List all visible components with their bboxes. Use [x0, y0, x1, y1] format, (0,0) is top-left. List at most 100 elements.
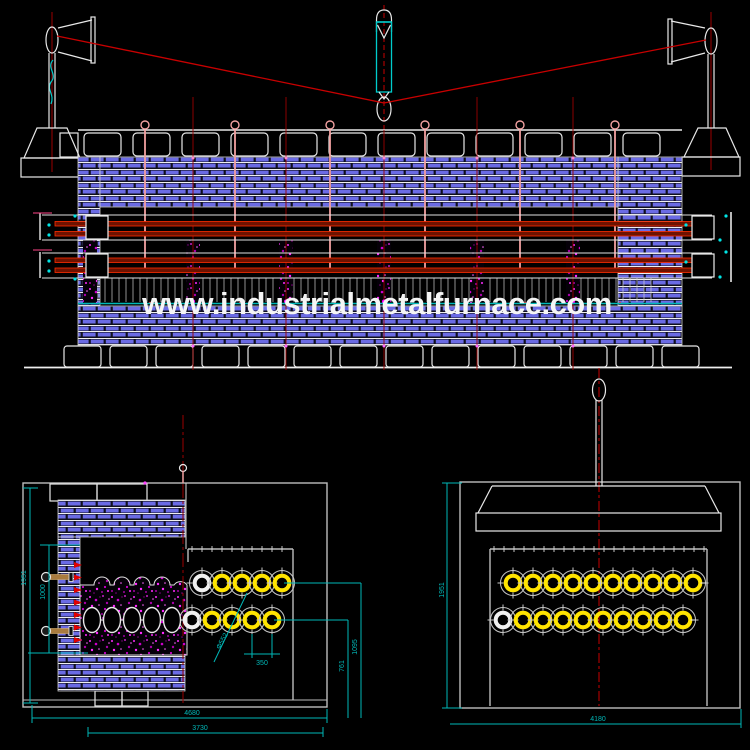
dim-left-width-outer: 4680 [184, 710, 200, 717]
connector-dot [47, 269, 51, 273]
anchor-arrow [74, 599, 82, 606]
anchor-arrow [74, 574, 82, 581]
hanger-rod-eye [420, 120, 430, 130]
roof-dot [382, 156, 386, 160]
tube-ellipse [102, 606, 122, 634]
cable-left [56, 35, 385, 104]
connector-dot [47, 223, 51, 227]
section-right-generated [485, 546, 711, 638]
terminal-flange [691, 215, 715, 240]
hanger-rod-eye [325, 120, 335, 130]
base-block [523, 345, 562, 368]
base-dot [191, 344, 195, 348]
roof-block [622, 132, 661, 157]
base-block [431, 345, 470, 368]
connector-dot [73, 277, 77, 281]
terminal-flange [691, 253, 715, 278]
roof-block [279, 132, 318, 157]
heater-rod [54, 257, 714, 263]
hanger-rod-eye [610, 120, 620, 130]
base-block [569, 345, 608, 368]
elevation-generated [33, 97, 732, 370]
roof-block [377, 132, 416, 157]
roof-block [230, 132, 269, 157]
roof-dot [191, 156, 195, 160]
side-elevation-view [20, 5, 741, 370]
section-left-border [22, 482, 328, 708]
roof-block [426, 132, 465, 157]
bolt-upper [40, 571, 74, 583]
base-dot [571, 344, 575, 348]
hearth-dot [284, 299, 288, 304]
roof-dot [475, 156, 479, 160]
connector-dot [724, 214, 728, 218]
base-block [201, 345, 240, 368]
dim-right-upper: 1095 [352, 639, 359, 655]
connector-dot [47, 233, 51, 237]
base-block [615, 345, 654, 368]
hearth-dot [571, 299, 575, 304]
roof-dot [284, 156, 288, 160]
hearth-dot [191, 299, 195, 304]
section-view-right: 1951 4180 [439, 368, 742, 728]
hanger-rod-eye [515, 120, 525, 130]
tube-ellipse [162, 606, 182, 634]
anchor-arrow [74, 562, 82, 568]
roof-block [132, 132, 171, 157]
dim-left-width-inner: 3730 [192, 725, 208, 732]
section-left-dimensions: 1951 1000 4680 3730 Φ552 350 761 1095 [21, 487, 362, 737]
roof-block [524, 132, 563, 157]
dim-right-width: 4180 [590, 716, 606, 723]
roof-block [181, 132, 220, 157]
heater-rod [54, 231, 714, 237]
heater-rod [54, 221, 714, 227]
hearth-dot [475, 299, 479, 304]
dim-right-height: 1951 [439, 582, 446, 598]
connector-dot [718, 238, 722, 242]
section-right-dimensions: 1951 4180 [439, 482, 742, 728]
terminal-flange [85, 253, 109, 278]
hanger-rod-eye [140, 120, 150, 130]
connector-dot [73, 214, 77, 218]
tube-ellipse [142, 606, 162, 634]
hood [475, 485, 722, 532]
section-left-generated [74, 481, 300, 643]
section-right-border [459, 481, 741, 709]
anchor-arrow [74, 612, 82, 618]
heater-rod [54, 267, 714, 273]
anchor-arrow [74, 637, 82, 643]
connector-dot [684, 260, 688, 264]
roof-block [475, 132, 514, 157]
connector-dot [684, 223, 688, 227]
dim-right-lower: 761 [339, 660, 346, 672]
base-block [385, 345, 424, 368]
base-dot [382, 344, 386, 348]
hanger-rod-eye [230, 120, 240, 130]
base-block [247, 345, 286, 368]
section-view-left: 1951 1000 4680 3730 Φ552 350 761 1095 [21, 415, 362, 737]
base-block [477, 345, 516, 368]
base-block [293, 345, 332, 368]
anchor-arrow [74, 587, 82, 593]
roof-block [573, 132, 612, 157]
center-actuator [375, 5, 393, 130]
tube-ellipse [82, 606, 102, 634]
connector-dot [718, 275, 722, 279]
roof-block [328, 132, 367, 157]
dim-left-height-inner: 1000 [40, 584, 47, 600]
hearth-dot [382, 299, 386, 304]
roof-dot [571, 156, 575, 160]
base-dot [475, 344, 479, 348]
terminal-flange [85, 215, 109, 240]
connector-dot [724, 250, 728, 254]
bolt-lower [40, 625, 74, 637]
base-block [661, 345, 700, 368]
base-dot [284, 344, 288, 348]
dim-left-height-outer: 1951 [21, 570, 28, 586]
border-dot [143, 481, 147, 485]
left-pulley-assembly [20, 12, 96, 178]
connector-dot [47, 259, 51, 263]
anchor-arrow [74, 624, 82, 631]
cable-right [383, 39, 707, 104]
